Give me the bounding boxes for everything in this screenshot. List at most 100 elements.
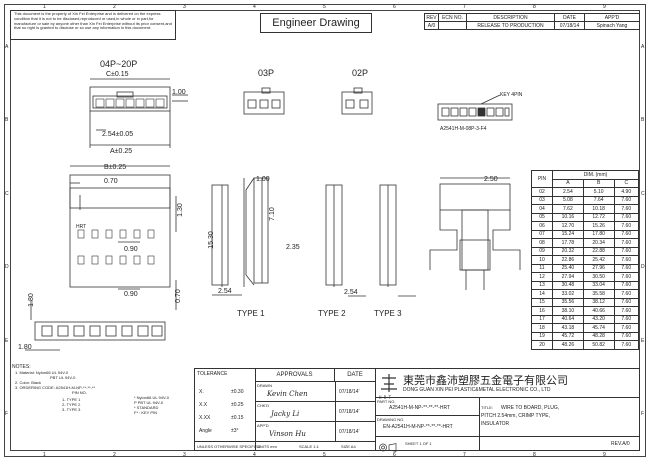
grid-column-label: 6 [393, 4, 396, 10]
table-cell: 5.08 [552, 195, 584, 205]
grid-column-label: 4 [253, 4, 256, 10]
date-header: DATE [555, 14, 585, 22]
table-cell: 22.86 [552, 255, 584, 265]
tol-divider [195, 441, 255, 442]
table-cell: 30.48 [552, 280, 584, 290]
table-cell: 08 [531, 238, 553, 248]
table-cell: 33.04 [582, 280, 615, 290]
confidentiality-notice: This document is the property of Xin Fei… [10, 10, 176, 40]
grid-column-label: 7 [463, 4, 466, 10]
tol-xxx: X.XX [199, 415, 211, 421]
table-cell: 06 [531, 221, 553, 231]
company-logo [378, 372, 400, 394]
note-line: F* : KEY PIN [134, 410, 158, 415]
description-value: RELEASE TO PRODUCTION [467, 22, 555, 29]
tol-angle: Angle [199, 428, 212, 434]
drawing-title-box: Engineer Drawing [260, 13, 372, 33]
rev-header: REV [425, 14, 439, 22]
table-cell: 43.18 [552, 323, 584, 333]
grid-column-label: 7 [463, 452, 466, 458]
drawno-divider [375, 415, 479, 416]
note-line: 3. ORDERING CODE: A2541H-M-NP-**-**-** [15, 385, 96, 390]
grid-column-label: 2 [113, 4, 116, 10]
drawn-date: 07/18/14' [339, 389, 360, 395]
table-cell: 17.78 [552, 238, 584, 248]
drawing-no-value: EN-A2541H-M-NP-**-**-**-HRT [383, 424, 453, 430]
grid-column-label: 8 [533, 452, 536, 458]
dim-090b: 0.90 [124, 291, 138, 298]
dim-100b: 1.00 [256, 176, 270, 183]
dim-250: 2.50 [484, 176, 498, 183]
key-pin-label: KEY 4PIN [500, 92, 523, 98]
dim-070a: 0.70 [104, 178, 118, 185]
table-cell: 2.54 [552, 187, 584, 197]
table-cell: 10.18 [582, 204, 615, 214]
type2-label: TYPE 2 [318, 309, 346, 318]
label-02p: 02P [352, 68, 369, 78]
table-cell: 25.42 [582, 255, 615, 265]
terminal-view [429, 177, 521, 290]
table-cell: 38.10 [552, 306, 584, 316]
table-cell: 7.60 [613, 263, 640, 273]
table-cell: 13 [531, 280, 553, 290]
chkd-signature: Jacky Li [271, 410, 300, 418]
notes-block: NOTES: 1. Material: Nylon66 UL 94V-0 PBT… [12, 364, 192, 415]
grid-row-label: B [5, 117, 9, 124]
side-view-type1 [211, 177, 269, 296]
table-cell: 11 [531, 263, 553, 273]
note-line: * STANDARD [134, 405, 159, 410]
dim-100a: 1.00 [172, 89, 186, 96]
top-view-02p [341, 87, 373, 115]
dim-180b: 1.80 [18, 344, 32, 351]
table-cell: 12.72 [582, 212, 615, 222]
grid-column-label: 3 [183, 4, 186, 10]
note-line: 3- TYPE 3 [62, 407, 81, 412]
grid-column-label: 9 [603, 4, 606, 10]
projection-icon [379, 439, 397, 457]
grid-column-label: 5 [323, 4, 326, 10]
dim-1530: 15.30 [207, 231, 215, 249]
note-line: 2. Color: Black [15, 380, 42, 385]
table-cell: 10.16 [552, 212, 584, 222]
grid-row-label: B [641, 117, 645, 124]
table-cell: 33.02 [552, 289, 584, 299]
table-cell: 30.50 [582, 272, 615, 282]
tol-angle-val: ±3° [231, 428, 239, 434]
table-cell: 20.32 [552, 246, 584, 256]
type1-label: TYPE 1 [237, 309, 265, 318]
ecn-header: ECN NO. [439, 14, 467, 22]
company-logo-icon [381, 374, 397, 392]
col-a-header: A [552, 178, 584, 188]
grid-row-label: D [641, 264, 645, 271]
checked-row: CHK'D Jacky Li 07/18/14' [255, 402, 375, 422]
notice-text: This document is the property of Xin Fei… [14, 11, 172, 31]
table-cell: 7.60 [613, 280, 640, 290]
rev-value: A/0 [425, 22, 439, 29]
dim-070b: 0.70 [174, 289, 182, 303]
sheet-label: SHEET 1 OF 1 [405, 441, 432, 446]
grid-column-label: 4 [253, 452, 256, 458]
note-line: PIN NO. [72, 390, 87, 395]
grid-column-label: 5 [323, 452, 326, 458]
table-cell: 7.60 [613, 306, 640, 316]
date-label: DATE [347, 371, 363, 378]
grid-row-label: C [641, 190, 645, 197]
tolerance-column: TOLERANCE X. ±0.30 X.X ±0.25 X.XX ±0.15 … [195, 369, 261, 450]
grid-column-label: 2 [113, 452, 116, 458]
table-cell: 45.72 [552, 331, 584, 341]
note-line: * Nylon66 UL 94V-0 [134, 395, 169, 400]
tol-xx-val: ±0.25 [231, 402, 244, 408]
top-view-03p [243, 87, 285, 115]
note-line: 1- TYPE 1 [62, 397, 81, 402]
table-cell: 15 [531, 297, 553, 307]
company-name-cn: 東莞市鑫沛塑膠五金電子有限公司 [403, 374, 568, 387]
dim-090a: 0.90 [124, 246, 138, 253]
dim-b025: B±0.25 [104, 164, 127, 171]
